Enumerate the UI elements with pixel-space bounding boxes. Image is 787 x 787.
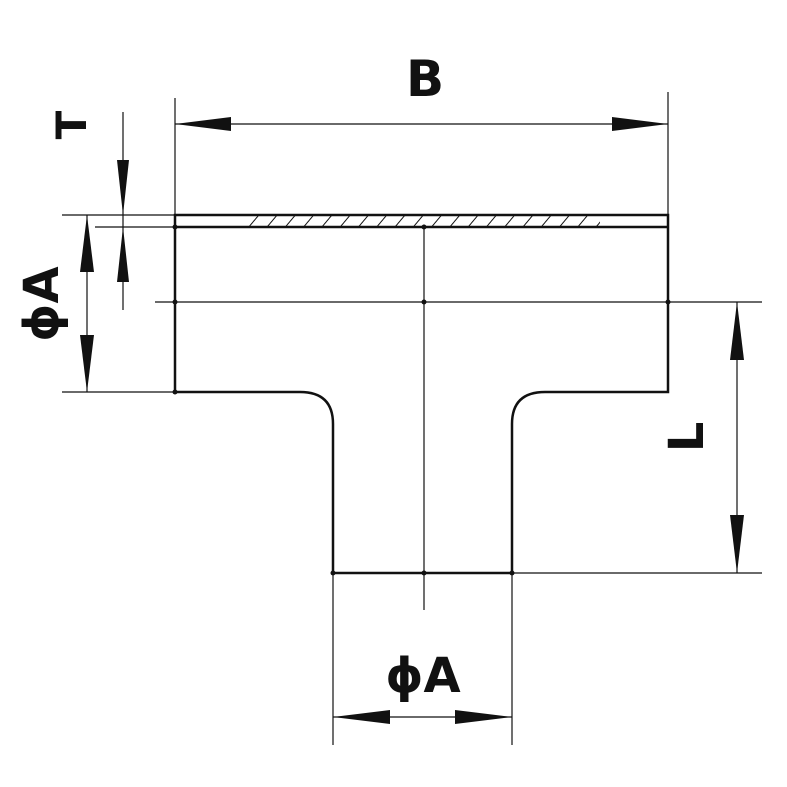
wall-hatching <box>245 216 600 226</box>
label-B: B <box>406 50 444 108</box>
label-T: T <box>47 110 96 139</box>
dimension-A-run <box>62 215 175 393</box>
tee-outline <box>173 213 670 575</box>
label-L: L <box>659 422 715 453</box>
dimension-L <box>512 302 762 574</box>
dimension-A-branch <box>332 573 513 745</box>
dimension-T <box>62 112 175 310</box>
label-A-run: ϕA <box>14 266 70 341</box>
dimension-B <box>174 92 669 215</box>
intersection-dots <box>172 224 671 576</box>
label-A-branch: ϕA <box>385 648 460 704</box>
